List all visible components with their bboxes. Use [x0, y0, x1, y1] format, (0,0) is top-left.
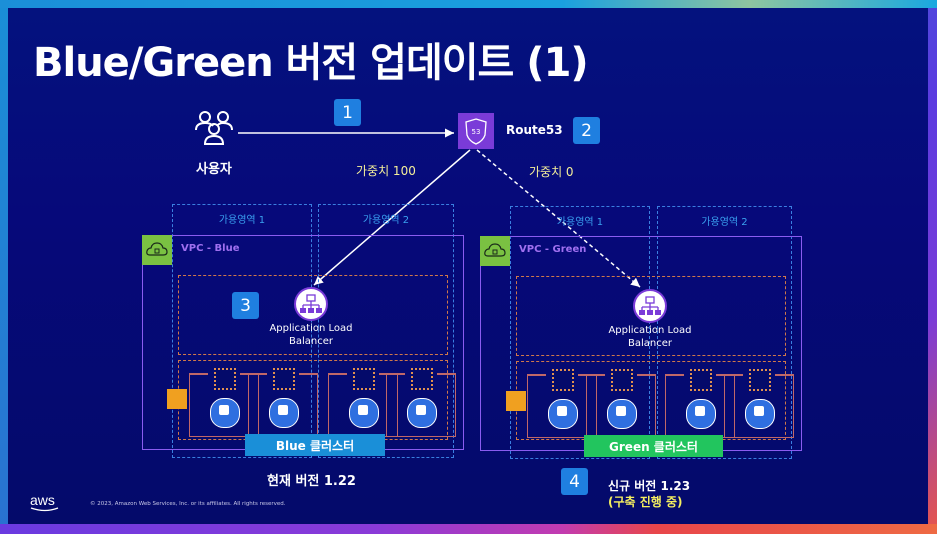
- k8s-pod-icon: [745, 399, 775, 429]
- k8s-pod-icon: [349, 398, 379, 428]
- blue-az-2-label: 가용영역 2: [362, 215, 410, 226]
- step-badge-2: 2: [573, 117, 600, 144]
- blue-alb-label: Application Load Balancer: [251, 322, 371, 348]
- blue-vpc-label: VPC - Blue: [181, 243, 240, 254]
- ec2-chip-icon: [353, 368, 375, 390]
- green-alb-label-line1: Application Load: [608, 325, 692, 336]
- blue-version-label: 현재 버전 1.22: [267, 474, 356, 489]
- blue-alb-label-line1: Application Load: [269, 323, 353, 334]
- route53-icon: 53: [458, 113, 494, 149]
- green-weight-label: 가중치 0: [529, 165, 574, 179]
- blue-alb-icon: [294, 287, 328, 321]
- step-badge-1: 1: [334, 99, 361, 126]
- frame-top: [0, 0, 937, 8]
- svg-text:53: 53: [472, 128, 481, 136]
- slide-title: Blue/Green 버전 업데이트 (1): [33, 40, 589, 86]
- blue-node: [248, 368, 318, 437]
- green-alb-label-line2: Balancer: [628, 338, 672, 349]
- arrow-route53-to-green-alb: [476, 149, 641, 288]
- ec2-chip-icon: [611, 369, 633, 391]
- green-node: [724, 369, 794, 438]
- blue-alb-subnet: [178, 275, 448, 355]
- step-badge-3: 3: [232, 292, 259, 319]
- k8s-pod-icon: [686, 399, 716, 429]
- blue-weight-label: 가중치 100: [356, 164, 416, 178]
- copyright-text: © 2023, Amazon Web Services, Inc. or its…: [90, 501, 286, 507]
- blue-az-1-label: 가용영역 1: [218, 215, 266, 226]
- green-alb-icon: [633, 289, 667, 323]
- aws-logo: aws: [30, 492, 55, 508]
- ec2-chip-icon: [214, 368, 236, 390]
- blue-az-2: 가용영역 2: [318, 204, 454, 458]
- frame-bottom: [0, 524, 937, 534]
- k8s-pod-icon: [607, 399, 637, 429]
- blue-node: [386, 368, 456, 437]
- users-icon: [195, 111, 233, 145]
- blue-node: [189, 368, 259, 437]
- k8s-pod-icon: [269, 398, 299, 428]
- green-az-2-label: 가용영역 2: [701, 217, 748, 228]
- ec2-chip-icon: [273, 368, 295, 390]
- ec2-chip-icon: [411, 368, 433, 390]
- ec2-chip-icon: [749, 369, 771, 391]
- blue-cluster-label: Blue 클러스터: [245, 434, 385, 456]
- green-node: [586, 369, 656, 438]
- k8s-pod-icon: [210, 398, 240, 428]
- green-az-1: 가용영역 1: [510, 206, 650, 459]
- green-status-label: (구축 진행 중): [608, 495, 683, 509]
- vpc-cloud-icon: [480, 236, 510, 266]
- green-autoscaling-icon: [506, 391, 526, 411]
- blue-autoscaling-icon: [167, 389, 187, 409]
- blue-az-1: 가용영역 1: [172, 204, 312, 458]
- green-vpc-label: VPC - Green: [519, 244, 587, 255]
- green-version-label: 신규 버전 1.23: [608, 479, 691, 493]
- k8s-pod-icon: [407, 398, 437, 428]
- k8s-pod-icon: [548, 399, 578, 429]
- green-node: [527, 369, 597, 438]
- user-label: 사용자: [196, 162, 232, 177]
- ec2-chip-icon: [690, 369, 712, 391]
- aws-smile-icon: [30, 507, 59, 512]
- step-badge-4: 4: [561, 468, 588, 495]
- route53-label: Route53: [506, 123, 563, 137]
- blue-alb-label-line2: Balancer: [289, 336, 333, 347]
- green-az-1-label: 가용영역 1: [556, 217, 604, 228]
- green-alb-label: Application Load Balancer: [590, 324, 710, 350]
- ec2-chip-icon: [552, 369, 574, 391]
- slide: [8, 8, 928, 524]
- green-alb-subnet: [516, 276, 786, 356]
- green-az-2: 가용영역 2: [657, 206, 792, 459]
- green-cluster-label: Green 클러스터: [584, 435, 723, 457]
- vpc-cloud-icon: [142, 235, 172, 265]
- arrow-route53-to-blue-alb: [313, 149, 471, 286]
